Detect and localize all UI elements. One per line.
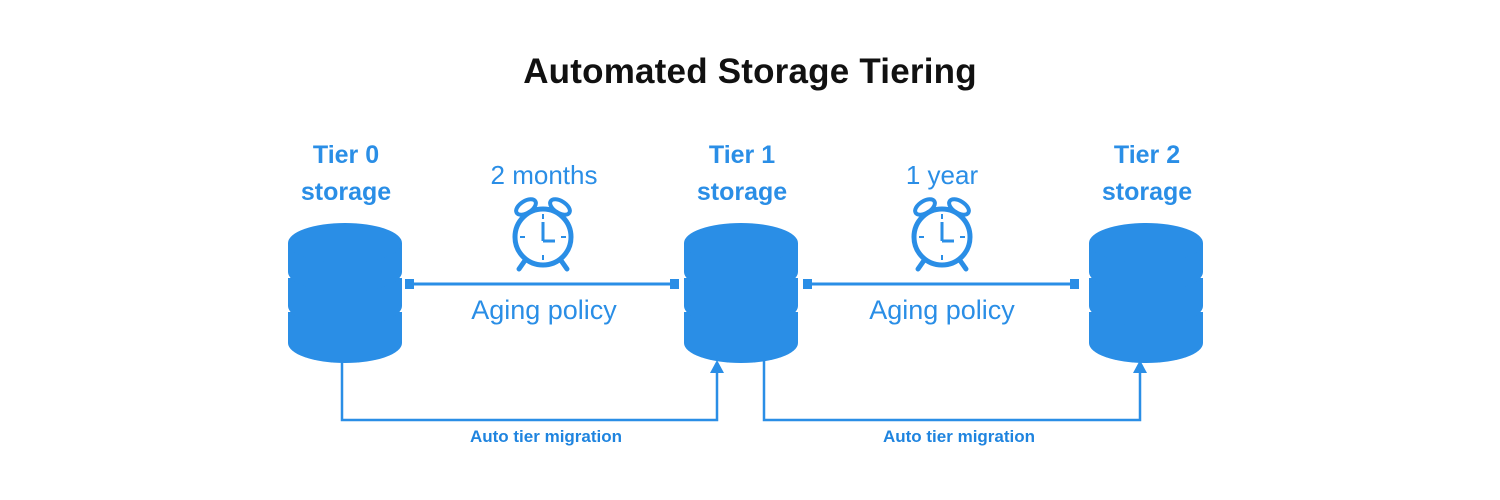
migration-1-arrow xyxy=(762,355,1147,422)
aging-connector-1 xyxy=(803,279,1079,289)
tier-2-database-icon xyxy=(1089,223,1203,363)
tier-1-database-icon xyxy=(684,223,798,363)
tier-1-type: storage xyxy=(696,178,788,206)
tier-2-type: storage xyxy=(1101,178,1193,206)
migration-1-label: Auto tier migration xyxy=(882,427,1036,446)
policy-1-label: Aging policy xyxy=(869,295,1015,325)
policy-0-duration: 2 months xyxy=(490,160,598,190)
tier-0-database-icon xyxy=(288,223,402,363)
tier-1-label: Tier 1 storage xyxy=(642,137,842,211)
migration-0-label: Auto tier migration xyxy=(469,427,623,446)
tier-0-type: storage xyxy=(300,178,392,206)
tier-1-name: Tier 1 xyxy=(708,141,776,169)
diagram-title: Automated Storage Tiering xyxy=(523,52,977,91)
policy-1-alarm-clock-icon xyxy=(912,196,971,269)
policy-0-label: Aging policy xyxy=(471,295,617,325)
aging-connector-0 xyxy=(405,279,679,289)
tier-0-name: Tier 0 xyxy=(312,141,380,169)
tier-2-name: Tier 2 xyxy=(1113,141,1181,169)
policy-1-duration: 1 year xyxy=(905,160,979,190)
tier-2-label: Tier 2 storage xyxy=(1047,137,1247,211)
migration-0-arrow xyxy=(340,355,724,422)
policy-0-alarm-clock-icon xyxy=(513,196,572,269)
tier-0-label: Tier 0 storage xyxy=(246,137,446,211)
